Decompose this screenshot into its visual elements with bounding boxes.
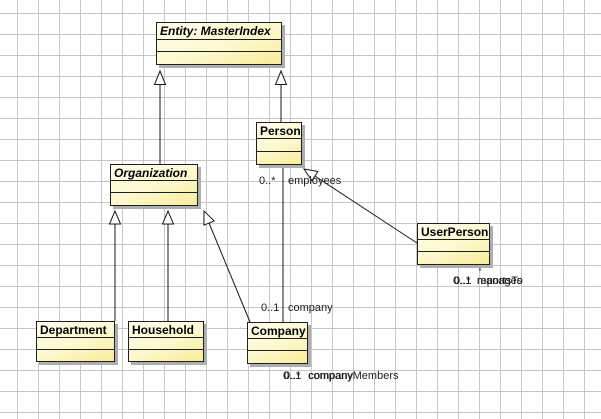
generalization-organization-to-masterindex[interactable]	[153, 69, 167, 164]
class-title: Company	[248, 323, 307, 339]
multiplicity-label-companymembers-1[interactable]: 0..1	[283, 370, 302, 382]
class-entity-masterindex[interactable]: Entity: MasterIndex	[156, 22, 282, 65]
class-household[interactable]: Household	[128, 321, 204, 362]
generalization-person-to-masterindex[interactable]	[274, 69, 288, 122]
multiplicity-label-companymembers-2[interactable]: 0..*	[284, 370, 301, 382]
attributes-compartment	[129, 338, 203, 350]
role-label-company-overlap[interactable]: company	[308, 370, 354, 382]
multiplicity-label-company[interactable]: 0..1	[261, 302, 280, 314]
class-title: Household	[129, 322, 203, 338]
class-company[interactable]: Company	[247, 322, 308, 364]
class-organization[interactable]: Organization	[110, 164, 198, 206]
class-title: Organization	[111, 165, 197, 181]
role-label-employees[interactable]: employees	[288, 175, 342, 187]
class-title: Entity: MasterIndex	[157, 23, 281, 40]
generalization-household-to-organization[interactable]	[161, 209, 175, 321]
role-label-reportsto[interactable]: reportsTo	[477, 275, 523, 287]
class-title: Department	[37, 322, 114, 338]
class-title: Person	[257, 123, 301, 139]
class-department[interactable]: Department	[36, 321, 115, 362]
class-title: UserPerson	[418, 224, 489, 240]
role-label-company[interactable]: company	[288, 302, 333, 314]
role-label-companymembers[interactable]: companyMembers	[308, 370, 399, 382]
generalization-department-to-organization[interactable]	[108, 209, 122, 321]
role-label-manages[interactable]: manages	[477, 275, 523, 287]
attributes-compartment	[157, 40, 281, 52]
attributes-compartment	[111, 181, 197, 193]
multiplicity-label-manages-2[interactable]: 0..*	[454, 275, 471, 287]
multiplicity-label-manages-1[interactable]: 0..1	[453, 275, 472, 287]
class-person[interactable]: Person	[256, 122, 302, 165]
attributes-compartment	[257, 139, 301, 152]
multiplicity-label-employees[interactable]: 0..*	[259, 175, 276, 187]
class-userperson[interactable]: UserPerson	[417, 223, 490, 265]
generalization-company-to-organization[interactable]	[203, 209, 251, 323]
attributes-compartment	[37, 338, 114, 350]
generalization-userperson-to-person[interactable]	[302, 168, 418, 244]
attributes-compartment	[248, 339, 307, 351]
attributes-compartment	[418, 240, 489, 252]
